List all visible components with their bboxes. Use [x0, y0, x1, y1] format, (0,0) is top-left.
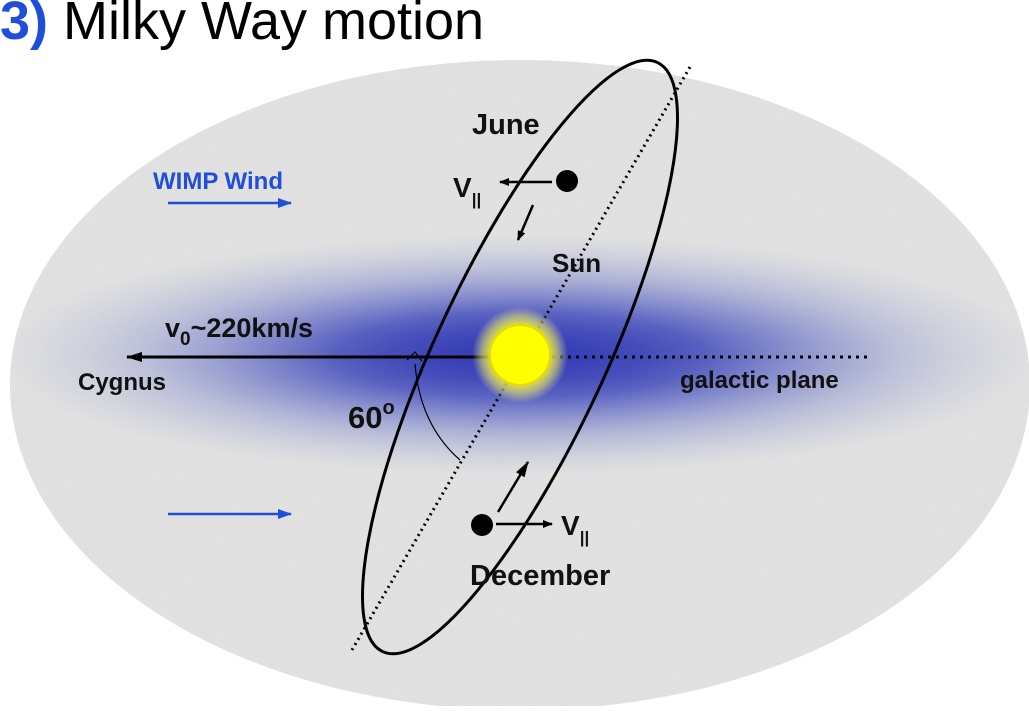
v-parallel-label-june: V|| [453, 172, 481, 209]
orbit-direction-arrow-top [516, 204, 535, 241]
june-label: June [472, 109, 540, 141]
velocity-subscript: 0 [180, 329, 191, 350]
angle-value: 60 [348, 400, 382, 435]
title-number: 3) [0, 0, 49, 51]
sun-label: Sun [552, 248, 601, 278]
title-text: Milky Way motion [63, 0, 485, 51]
velocity-symbol: v [165, 313, 180, 343]
earth-june-marker [556, 170, 578, 192]
v-parallel-label-december: V|| [561, 510, 589, 547]
angle-degree: o [382, 397, 394, 419]
earth-orbit [361, 58, 679, 656]
angle-label: 60o [348, 397, 395, 435]
page-title: 3) Milky Way motion [0, 0, 484, 56]
velocity-value: ~220km/s [191, 313, 313, 343]
velocity-label: v0~220km/s [165, 313, 313, 350]
orbit-direction-arrow-bottom [496, 461, 530, 513]
december-label: December [470, 560, 610, 592]
angle-arc [414, 363, 461, 461]
sun-icon [472, 307, 568, 403]
galactic-plane-label: galactic plane [680, 367, 839, 394]
wimp-wind-label: WIMP Wind [153, 168, 283, 195]
earth-december-marker [471, 514, 493, 536]
cygnus-label: Cygnus [78, 369, 166, 396]
